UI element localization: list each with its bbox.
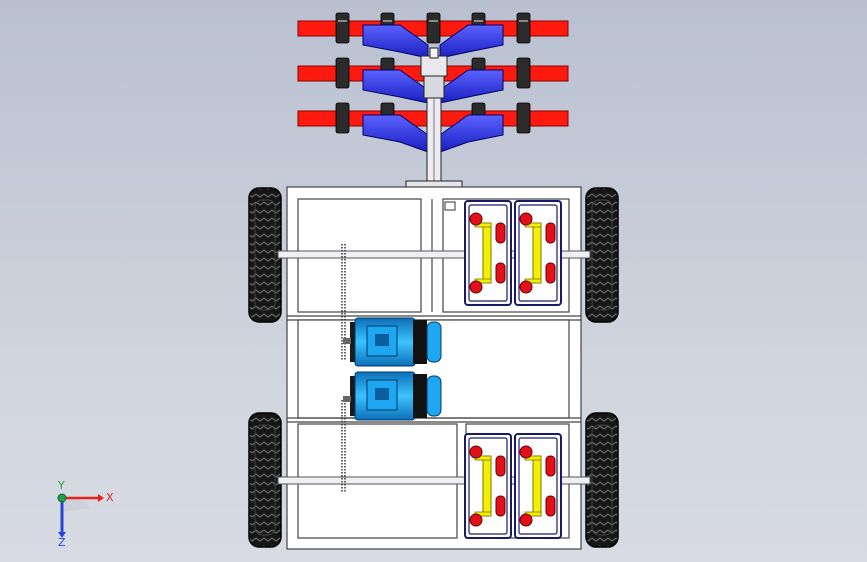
motor-bottom xyxy=(343,371,442,421)
battery xyxy=(464,433,512,539)
z-axis-label: Z xyxy=(58,536,66,548)
batteries xyxy=(464,200,562,539)
motor-top xyxy=(343,317,442,367)
battery xyxy=(514,433,562,539)
axis-triad[interactable]: X Y Z xyxy=(40,478,120,548)
wheel-rear-right xyxy=(585,412,619,548)
y-axis-label: Y xyxy=(57,479,65,492)
battery xyxy=(514,200,562,306)
wheels xyxy=(248,187,619,548)
wheel-front-left xyxy=(248,187,282,323)
wheel-rear-left xyxy=(248,412,282,548)
cutter-head xyxy=(297,12,569,190)
x-axis-label: X xyxy=(106,491,114,504)
battery xyxy=(464,200,512,306)
central-mast xyxy=(405,47,463,190)
axles xyxy=(277,250,591,485)
wheel-front-right xyxy=(585,187,619,323)
